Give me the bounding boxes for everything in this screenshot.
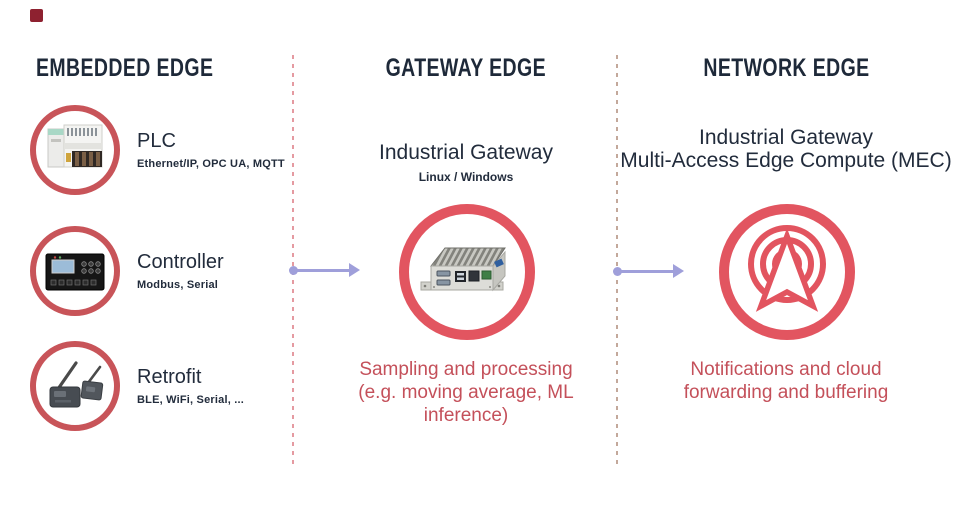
controller-device-icon xyxy=(30,226,120,316)
gateway-note: Sampling and processing (e.g. moving ave… xyxy=(336,358,596,427)
gateway-title: Industrial Gateway xyxy=(379,141,553,164)
network-edge-heading: NETWORK EDGE xyxy=(661,54,911,83)
gateway-note-line: Sampling and processing xyxy=(359,359,573,380)
gateway-note-line: (e.g. moving average, ML xyxy=(358,382,574,403)
brand-square xyxy=(30,9,43,22)
divider-gateway-network xyxy=(616,55,618,467)
gateway-subtitle: Linux / Windows xyxy=(418,170,514,184)
gateway-edge-heading-text: GATEWAY EDGE xyxy=(385,54,547,82)
controller-title: Controller xyxy=(137,251,224,273)
network-title-line: Industrial Gateway xyxy=(699,126,873,149)
broadcast-antenna-icon xyxy=(748,225,826,312)
plc-device-icon xyxy=(30,105,120,195)
plc-item: PLC Ethernet/IP, OPC UA, MQTT xyxy=(30,105,285,195)
gateway-note-line: inference) xyxy=(423,405,509,426)
plc-device-icon xyxy=(47,124,103,168)
embedded-edge-heading-text: EMBEDDED EDGE xyxy=(36,54,214,82)
network-note-line: Notifications and cloud xyxy=(690,359,882,380)
embedded-edge-heading: EMBEDDED EDGE xyxy=(0,54,250,83)
divider-embedded-gateway xyxy=(292,55,294,467)
retrofit-text-block: Retrofit BLE, WiFi, Serial, ... xyxy=(137,366,244,406)
flow-arrow-gateway-to-network xyxy=(613,264,688,278)
network-title-line: Multi-Access Edge Compute (MEC) xyxy=(620,149,952,172)
plc-title: PLC xyxy=(137,130,176,152)
controller-text-block: Controller Modbus, Serial xyxy=(137,251,224,291)
retrofit-subtitle: BLE, WiFi, Serial, ... xyxy=(137,394,244,406)
retrofit-title: Retrofit xyxy=(137,366,202,388)
arrow-shaft xyxy=(617,269,675,273)
network-title: Industrial Gateway Multi-Access Edge Com… xyxy=(611,126,960,172)
network-edge-heading-text: NETWORK EDGE xyxy=(702,54,870,82)
arrow-shaft xyxy=(293,268,351,272)
arrow-head-icon xyxy=(673,264,684,278)
retrofit-device-icon xyxy=(30,341,120,431)
plc-subtitle: Ethernet/IP, OPC UA, MQTT xyxy=(137,158,285,170)
network-note: Notifications and cloud forwarding and b… xyxy=(656,358,916,404)
retrofit-item: Retrofit BLE, WiFi, Serial, ... xyxy=(30,341,244,431)
plc-text-block: PLC Ethernet/IP, OPC UA, MQTT xyxy=(137,130,285,170)
network-note-line: forwarding and buffering xyxy=(683,382,889,403)
gateway-edge-heading: GATEWAY EDGE xyxy=(341,54,591,83)
industrial-pc-icon xyxy=(420,247,506,292)
broadcast-antenna-icon xyxy=(719,204,855,340)
controller-item: Controller Modbus, Serial xyxy=(30,226,224,316)
flow-arrow-embedded-to-gateway xyxy=(289,263,364,277)
arrow-head-icon xyxy=(349,263,360,277)
industrial-pc-icon xyxy=(399,204,535,340)
controller-device-icon xyxy=(45,253,105,291)
controller-subtitle: Modbus, Serial xyxy=(137,279,219,291)
retrofit-device-icon xyxy=(49,361,104,408)
